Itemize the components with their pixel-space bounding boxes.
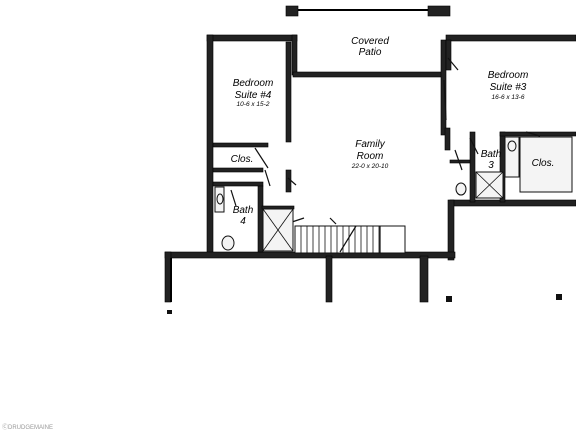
- bedroom3-label-2: Suite #3: [490, 82, 527, 93]
- bath4-label-1: Bath: [233, 205, 254, 216]
- doors: [230, 57, 541, 225]
- bath4-label-2: 4: [240, 216, 246, 227]
- watermark-text: ⒸDRUDGEMAINE: [2, 425, 54, 431]
- covered-patio-label-1: Covered: [351, 36, 389, 47]
- closet4-label: Clos.: [231, 154, 254, 165]
- bath3-label-2: 3: [488, 160, 494, 171]
- staircase: [294, 225, 406, 254]
- interior-walls: [212, 34, 576, 253]
- covered-patio-label-2: Patio: [359, 47, 382, 58]
- bedroom3-dims: 16-6 x 13-6: [492, 94, 525, 101]
- bath3-label-1: Bath: [481, 149, 502, 160]
- fixtures: [214, 136, 573, 252]
- family-room-dims: 22-0 x 20-10: [351, 163, 389, 170]
- family-room-label-2: Room: [357, 151, 384, 162]
- bedroom4-label-1: Bedroom: [233, 78, 274, 89]
- bedroom4-label-2: Suite #4: [235, 90, 272, 101]
- closet3-label: Clos.: [532, 158, 555, 169]
- bedroom3-label-1: Bedroom: [488, 70, 529, 81]
- room-labels: Covered Patio Bedroom Suite #4 10-6 x 15…: [231, 36, 555, 227]
- bedroom4-dims: 10-6 x 15-2: [237, 101, 270, 108]
- family-room-label-1: Family: [355, 139, 385, 150]
